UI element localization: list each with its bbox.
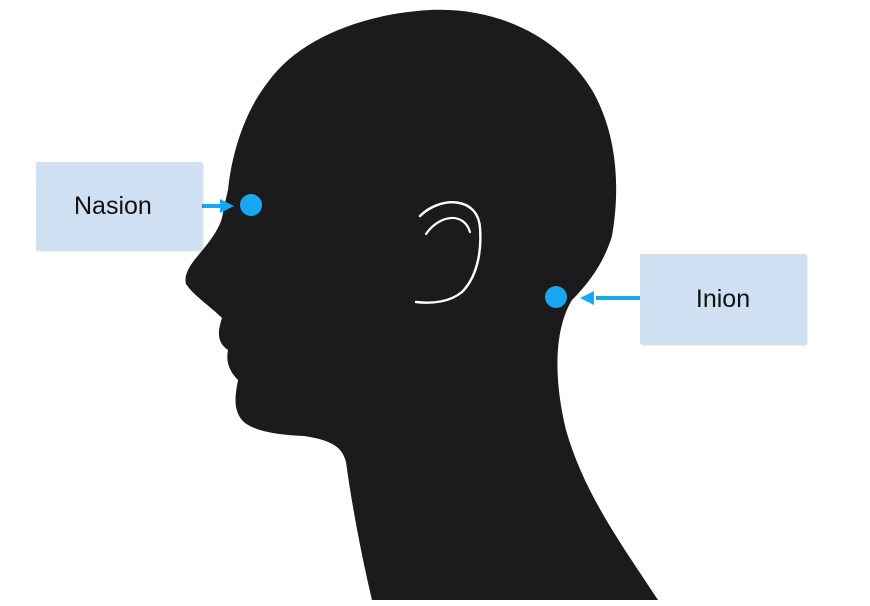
head-silhouette-icon — [185, 9, 658, 600]
nasion-marker-dot — [240, 194, 262, 216]
nasion-label-box: Nasion — [36, 162, 202, 250]
inion-arrow-icon — [580, 291, 640, 305]
inion-label: Inion — [695, 284, 751, 313]
inion-label-box: Inion — [640, 254, 806, 344]
inion-marker-dot — [545, 286, 567, 308]
nasion-label: Nasion — [74, 191, 152, 220]
ear-icon — [414, 201, 482, 304]
